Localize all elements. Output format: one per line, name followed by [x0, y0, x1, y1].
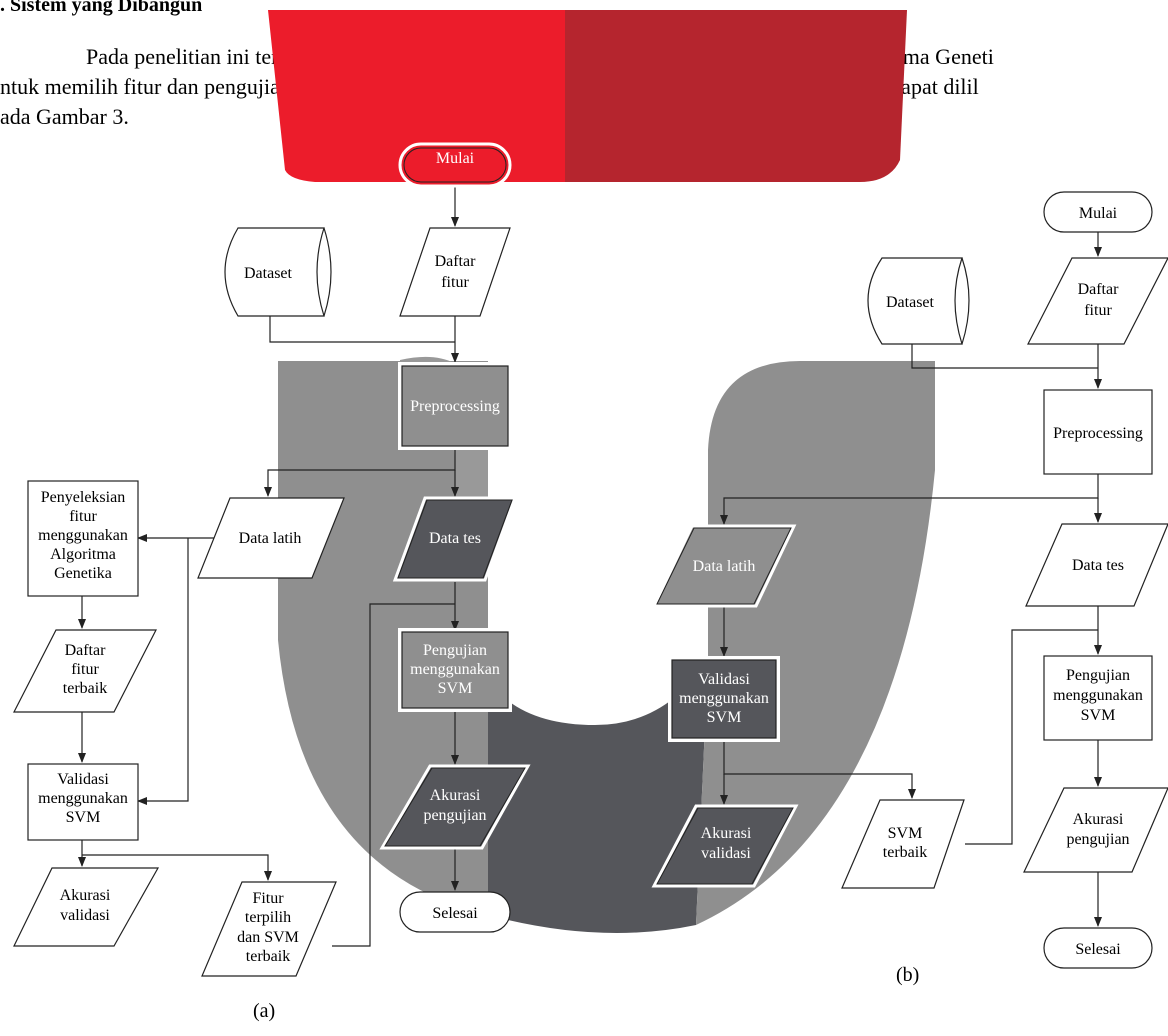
test-data-b-label: Data tes [1072, 557, 1124, 574]
preprocessing-a: Preprocessing [398, 362, 512, 450]
test-acc-b-line1: Akurasi [1073, 811, 1124, 828]
ga-line3: menggunakan [38, 527, 128, 544]
dataset-storage-b: Dataset [867, 257, 970, 345]
selesai-a-label: Selesai [432, 905, 478, 922]
ga-line5: Genetika [54, 565, 112, 582]
mulai-b-label: Mulai [1079, 205, 1118, 222]
best-features-a: Daftar fitur terbaik [13, 629, 157, 713]
val-acc-a-line2: validasi [60, 907, 110, 924]
validation-a-line3: SVM [66, 809, 101, 826]
feature-list-b: Daftar fitur [1027, 257, 1168, 345]
test-data-a-label: Data tes [429, 530, 481, 547]
test-data-b: Data tes [1025, 523, 1168, 607]
selected-line1: Fitur [252, 890, 284, 907]
testing-b-line1: Pengujian [1066, 667, 1130, 684]
flowchart-a-edges [78, 186, 459, 947]
validation-a-line2: menggunakan [38, 790, 128, 807]
flowchart-a-nodes: Mulai Dataset Daftar fitur Preprocessing… [13, 142, 531, 977]
train-data-a: Data latih [197, 497, 345, 579]
best-features-line1: Daftar [65, 642, 107, 659]
u-logo-watermark [278, 356, 935, 933]
feature-list-b-line2: fitur [1084, 302, 1112, 319]
selected-features-output: Fitur terpilih dan SVM terbaik [201, 881, 337, 977]
terminal-mulai-b: Mulai [1043, 191, 1153, 233]
paragraph-line-3: ada Gambar 3. [0, 104, 129, 129]
terminal-selesai-b: Selesai [1043, 927, 1153, 969]
ga-line1: Penyeleksian [41, 489, 125, 506]
ga-line2: fitur [69, 508, 97, 525]
preprocessing-b-label: Preprocessing [1053, 425, 1143, 442]
testing-b-line2: menggunakan [1053, 687, 1143, 704]
section-heading: . Sistem yang Dibangun [0, 0, 203, 16]
terminal-selesai-a: Selesai [399, 891, 511, 933]
val-acc-b-line1: Akurasi [701, 825, 752, 842]
test-acc-a-line1: Akurasi [430, 787, 481, 804]
feature-list-a: Daftar fitur [399, 227, 511, 317]
preprocessing-a-label: Preprocessing [410, 398, 500, 415]
testing-a-line3: SVM [438, 680, 473, 697]
validation-accuracy-b: Akurasi validasi [651, 804, 799, 888]
best-svm-line2: terbaik [883, 844, 927, 861]
dataset-storage-a: Dataset [224, 227, 332, 317]
feature-list-a-line1: Daftar [435, 253, 477, 270]
terminal-mulai-a: Mulai [398, 142, 512, 188]
book-logo-watermark [268, 10, 907, 182]
dataset-a-label: Dataset [244, 265, 293, 282]
testing-b: Pengujian menggunakan SVM [1043, 655, 1153, 741]
selesai-b-label: Selesai [1075, 941, 1121, 958]
best-features-line2: fitur [71, 661, 99, 678]
selected-line4: terbaik [246, 948, 290, 965]
val-acc-a-line1: Akurasi [60, 887, 111, 904]
best-features-line3: terbaik [63, 680, 107, 697]
test-accuracy-b: Akurasi pengujian [1023, 787, 1168, 873]
caption-a: (a) [253, 1000, 276, 1022]
selected-line3: dan SVM [237, 929, 299, 946]
best-svm-line1: SVM [888, 825, 923, 842]
testing-b-line3: SVM [1081, 707, 1116, 724]
validation-b: Validasi menggunakan SVM [668, 656, 780, 742]
validation-a: Validasi menggunakan SVM [27, 763, 139, 841]
selected-line2: terpilih [245, 909, 291, 926]
ga-selection-process: Penyeleksian fitur menggunakan Algoritma… [27, 480, 139, 597]
best-svm-b: SVM terbaik [841, 799, 965, 889]
test-accuracy-a: Akurasi pengujian [379, 764, 531, 850]
train-data-a-label: Data latih [239, 530, 302, 547]
train-data-b-label: Data latih [693, 558, 756, 575]
validation-b-line2: menggunakan [679, 690, 769, 707]
testing-a: Pengujian menggunakan SVM [398, 628, 512, 712]
feature-list-a-line2: fitur [441, 274, 469, 291]
testing-a-line2: menggunakan [410, 661, 500, 678]
preprocessing-b: Preprocessing [1043, 389, 1153, 475]
test-acc-a-line2: pengujian [423, 807, 486, 824]
validation-b-line1: Validasi [698, 671, 750, 688]
mulai-a-label: Mulai [436, 150, 475, 167]
flowchart-b-nodes: Mulai Dataset Daftar fitur Preprocessing… [651, 191, 1168, 969]
ga-line4: Algoritma [50, 546, 116, 563]
dataset-b-label: Dataset [886, 294, 935, 311]
val-acc-b-line2: validasi [701, 845, 751, 862]
validation-b-line3: SVM [707, 709, 742, 726]
caption-b: (b) [896, 964, 920, 986]
flowchart-b-edges [720, 232, 1102, 927]
validation-accuracy-a: Akurasi validasi [13, 867, 160, 947]
validation-a-line1: Validasi [57, 771, 109, 788]
test-acc-b-line2: pengujian [1066, 831, 1129, 848]
test-data-a: Data tes [392, 496, 518, 582]
feature-list-b-line1: Daftar [1078, 281, 1120, 298]
testing-a-line1: Pengujian [423, 642, 487, 659]
train-data-b: Data latih [651, 524, 797, 608]
